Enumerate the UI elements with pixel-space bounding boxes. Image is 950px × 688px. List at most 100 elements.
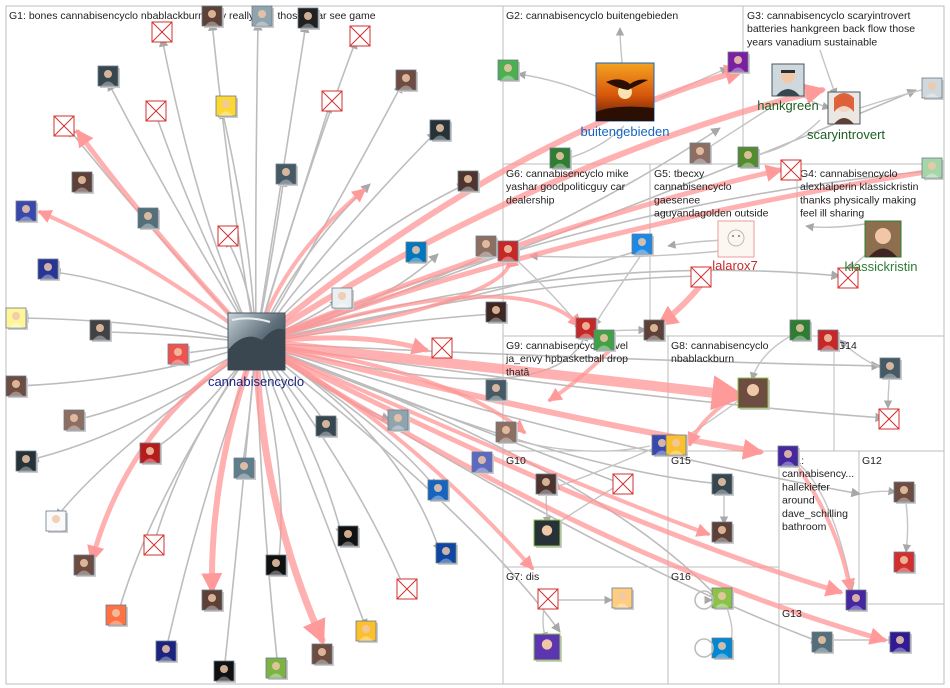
user-avatar[interactable] bbox=[97, 65, 120, 88]
user-avatar[interactable] bbox=[405, 241, 428, 264]
broken-image-icon[interactable] bbox=[151, 21, 173, 43]
user-avatar[interactable] bbox=[387, 409, 410, 432]
user-avatar[interactable] bbox=[893, 481, 916, 504]
user-avatar[interactable] bbox=[395, 69, 418, 92]
user-avatar[interactable] bbox=[71, 171, 94, 194]
user-avatar[interactable] bbox=[777, 445, 800, 468]
hub-image-buitengebieden[interactable] bbox=[595, 62, 655, 122]
user-avatar[interactable] bbox=[485, 379, 508, 402]
group-label-line: G2: cannabisencyclo buitengebieden bbox=[506, 10, 678, 22]
hub-image-klassickristin[interactable] bbox=[864, 220, 902, 258]
user-avatar[interactable] bbox=[457, 170, 480, 193]
user-avatar[interactable] bbox=[311, 643, 334, 666]
user-avatar[interactable] bbox=[737, 146, 760, 169]
user-avatar[interactable] bbox=[167, 343, 190, 366]
user-avatar[interactable] bbox=[275, 163, 298, 186]
user-avatar[interactable] bbox=[471, 451, 494, 474]
broken-image-icon[interactable] bbox=[537, 588, 559, 610]
hub-image-hankgreen[interactable] bbox=[771, 63, 805, 97]
broken-image-icon[interactable] bbox=[217, 225, 239, 247]
broken-image-icon[interactable] bbox=[431, 337, 453, 359]
user-avatar-large[interactable] bbox=[737, 377, 770, 410]
broken-image-icon[interactable] bbox=[321, 90, 343, 112]
user-avatar[interactable] bbox=[549, 147, 572, 170]
user-avatar[interactable] bbox=[497, 59, 520, 82]
user-avatar[interactable] bbox=[15, 200, 38, 223]
user-avatar[interactable] bbox=[893, 551, 916, 574]
user-avatar[interactable] bbox=[429, 119, 452, 142]
user-avatar[interactable] bbox=[297, 7, 320, 30]
user-avatar[interactable] bbox=[879, 357, 902, 380]
hub-image-scaryintrovert[interactable] bbox=[827, 91, 861, 125]
broken-image-icon[interactable] bbox=[837, 267, 859, 289]
user-avatar[interactable] bbox=[921, 77, 944, 100]
user-avatar[interactable] bbox=[155, 640, 178, 663]
group-label-line: bathroom bbox=[782, 521, 827, 533]
user-avatar[interactable] bbox=[575, 317, 598, 340]
user-avatar[interactable] bbox=[89, 319, 112, 342]
user-avatar[interactable] bbox=[5, 375, 28, 398]
user-avatar[interactable] bbox=[233, 457, 256, 480]
user-avatar[interactable] bbox=[137, 207, 160, 230]
user-avatar[interactable] bbox=[73, 554, 96, 577]
user-avatar[interactable] bbox=[845, 589, 868, 612]
user-avatar[interactable] bbox=[485, 301, 508, 324]
broken-image-icon[interactable] bbox=[349, 25, 371, 47]
broken-image-icon[interactable] bbox=[780, 159, 802, 181]
hub-image-lalarox7[interactable] bbox=[717, 220, 755, 258]
user-avatar[interactable] bbox=[689, 142, 712, 165]
broken-image-icon[interactable] bbox=[143, 534, 165, 556]
user-avatar[interactable] bbox=[331, 287, 354, 310]
user-avatar[interactable] bbox=[5, 307, 28, 330]
user-avatar[interactable] bbox=[789, 319, 812, 342]
user-avatar[interactable] bbox=[315, 415, 338, 438]
user-avatar[interactable] bbox=[201, 589, 224, 612]
user-avatar[interactable] bbox=[665, 434, 688, 457]
user-avatar-large[interactable] bbox=[533, 519, 562, 548]
user-avatar[interactable] bbox=[727, 51, 750, 74]
user-avatar[interactable] bbox=[711, 637, 734, 660]
user-avatar[interactable] bbox=[921, 157, 944, 180]
user-avatar[interactable] bbox=[495, 421, 518, 444]
broken-image-icon[interactable] bbox=[690, 266, 712, 288]
user-avatar[interactable] bbox=[355, 620, 378, 643]
user-avatar[interactable] bbox=[811, 631, 834, 654]
user-avatar[interactable] bbox=[251, 5, 274, 28]
user-avatar[interactable] bbox=[611, 587, 634, 610]
user-avatar[interactable] bbox=[427, 479, 450, 502]
user-avatar[interactable] bbox=[711, 521, 734, 544]
group-label-line: gaesenee bbox=[654, 194, 700, 206]
user-avatar[interactable] bbox=[535, 473, 558, 496]
user-avatar[interactable] bbox=[711, 473, 734, 496]
user-avatar[interactable] bbox=[817, 329, 840, 352]
user-avatar[interactable] bbox=[593, 329, 616, 352]
user-avatar[interactable] bbox=[711, 587, 734, 610]
user-avatar[interactable] bbox=[475, 235, 498, 258]
broken-image-icon[interactable] bbox=[145, 100, 167, 122]
broken-image-icon[interactable] bbox=[53, 115, 75, 137]
broken-image-icon[interactable] bbox=[878, 408, 900, 430]
self-loop-edge bbox=[694, 590, 714, 610]
user-avatar[interactable] bbox=[37, 258, 60, 281]
user-avatar[interactable] bbox=[45, 510, 68, 533]
user-avatar[interactable] bbox=[213, 660, 236, 683]
user-avatar-large[interactable] bbox=[533, 633, 562, 662]
broken-image-icon[interactable] bbox=[612, 473, 634, 495]
user-avatar[interactable] bbox=[631, 233, 654, 256]
user-avatar[interactable] bbox=[15, 450, 38, 473]
group-label-line: years vanadium sustainable bbox=[747, 36, 877, 48]
user-avatar[interactable] bbox=[643, 319, 666, 342]
user-avatar[interactable] bbox=[889, 631, 912, 654]
user-avatar[interactable] bbox=[435, 542, 458, 565]
user-avatar[interactable] bbox=[265, 657, 288, 680]
user-avatar[interactable] bbox=[139, 442, 162, 465]
user-avatar[interactable] bbox=[105, 604, 128, 627]
user-avatar[interactable] bbox=[337, 525, 360, 548]
user-avatar[interactable] bbox=[215, 95, 238, 118]
user-avatar[interactable] bbox=[63, 409, 86, 432]
hub-image-cannabisencyclo[interactable] bbox=[227, 312, 286, 371]
user-avatar[interactable] bbox=[497, 240, 520, 263]
user-avatar[interactable] bbox=[201, 5, 224, 28]
broken-image-icon[interactable] bbox=[396, 578, 418, 600]
user-avatar[interactable] bbox=[265, 554, 288, 577]
